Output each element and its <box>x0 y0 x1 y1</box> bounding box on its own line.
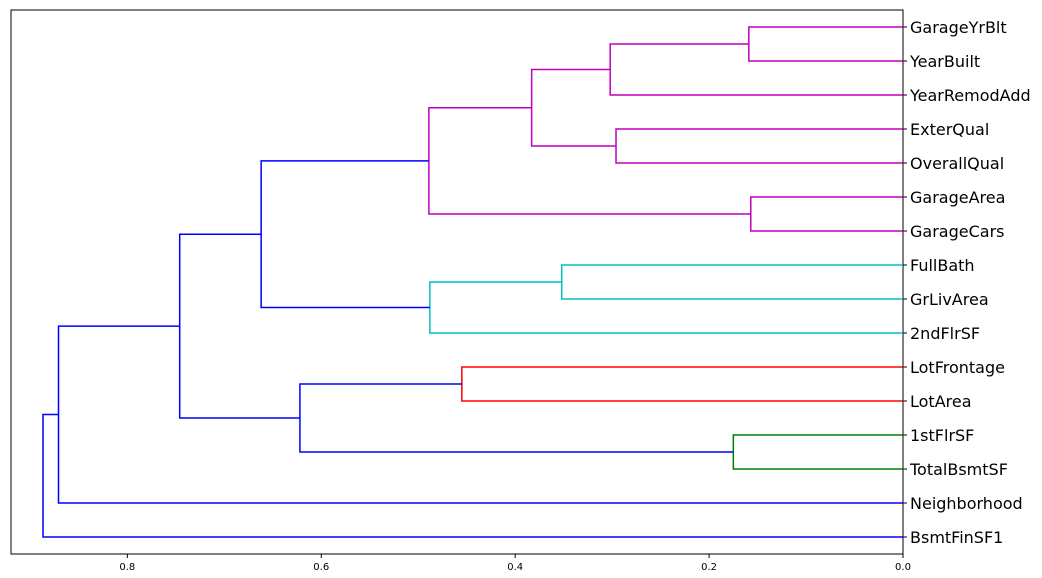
leaf-label-3: ExterQual <box>910 120 989 139</box>
leaf-label-0: GarageYrBlt <box>910 18 1007 37</box>
dendrogram-link-m14 <box>57 325 903 504</box>
leaf-label-12: 1stFlrSF <box>910 426 974 445</box>
leaf-label-13: TotalBsmtSF <box>909 460 1008 479</box>
x-axis-ticks: 0.8 0.6 0.4 0.2 0.0 <box>119 554 911 573</box>
dendrogram-links <box>42 26 903 538</box>
leaf-label-6: GarageCars <box>910 222 1004 241</box>
leaf-label-2: YearRemodAdd <box>909 86 1031 105</box>
x-tick-label-1: 0.6 <box>313 562 329 573</box>
x-tick-label-3: 0.2 <box>701 562 717 573</box>
dendrogram-link-m10 <box>461 366 903 402</box>
dendrogram-link-m3 <box>615 128 903 164</box>
leaf-label-4: OverallQual <box>910 154 1004 173</box>
leaf-label-9: 2ndFlrSF <box>910 324 980 343</box>
dendrogram-link-m9 <box>260 160 430 309</box>
leaf-label-7: FullBath <box>910 256 975 275</box>
leaf-label-10: LotFrontage <box>910 358 1005 377</box>
dendrogram-link-m6 <box>428 107 751 215</box>
x-tick-label-2: 0.4 <box>507 562 523 573</box>
leaf-label-11: LotArea <box>910 392 972 411</box>
leaf-label-15: BsmtFinSF1 <box>910 528 1003 547</box>
leaf-label-1: YearBuilt <box>909 52 980 71</box>
leaf-label-5: GarageArea <box>910 188 1005 207</box>
leaf-labels: GarageYrBltYearBuiltYearRemodAddExterQua… <box>903 18 1031 547</box>
x-tick-label-0: 0.8 <box>119 562 135 573</box>
leaf-label-14: Neighborhood <box>910 494 1023 513</box>
leaf-label-8: GrLivArea <box>910 290 989 309</box>
dendrogram-link-m15 <box>42 413 903 538</box>
x-tick-label-4: 0.0 <box>895 562 911 573</box>
